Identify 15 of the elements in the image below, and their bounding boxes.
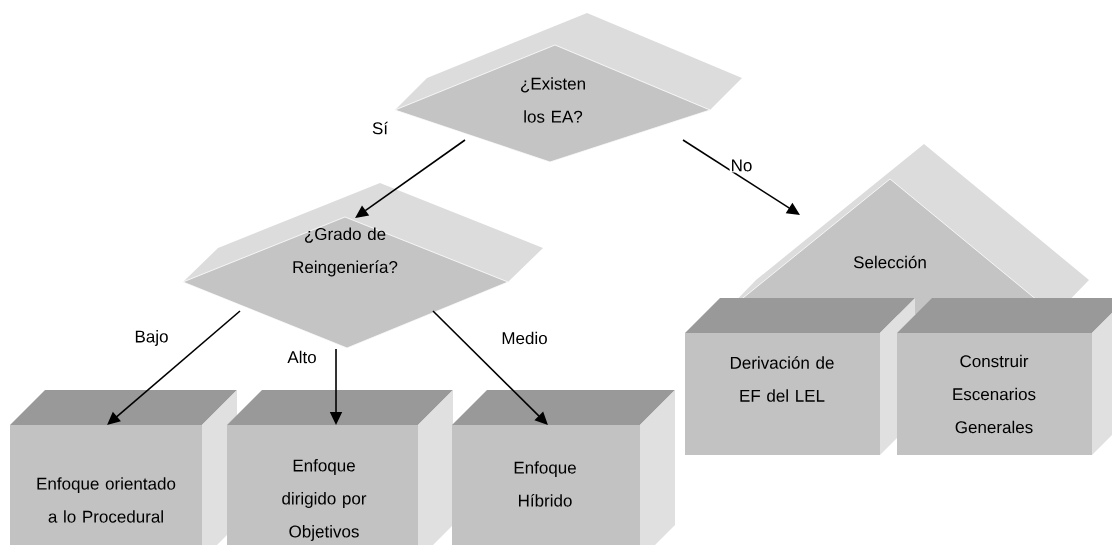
edge-label: Bajo bbox=[133, 329, 170, 347]
node-label: Derivación de EF del LEL bbox=[730, 356, 834, 402]
process-block: Enfoque Híbrido bbox=[452, 390, 675, 545]
arrow bbox=[432, 310, 548, 425]
process-block: Enfoque dirigido por Objetivos bbox=[227, 390, 453, 545]
arrow bbox=[107, 310, 241, 425]
arrow bbox=[355, 139, 466, 218]
arrow bbox=[682, 139, 800, 215]
process-block: Enfoque orientado a lo Procedural bbox=[10, 390, 237, 545]
process-block: Construir Escenarios Generales bbox=[897, 298, 1112, 455]
edge-label: No bbox=[729, 158, 754, 173]
edge-label: Sí bbox=[370, 120, 390, 136]
process-block: Derivación de EF del LEL bbox=[685, 298, 915, 455]
edge-label: Alto bbox=[286, 349, 318, 365]
node-label: Enfoque orientado a lo Procedural bbox=[37, 477, 176, 523]
